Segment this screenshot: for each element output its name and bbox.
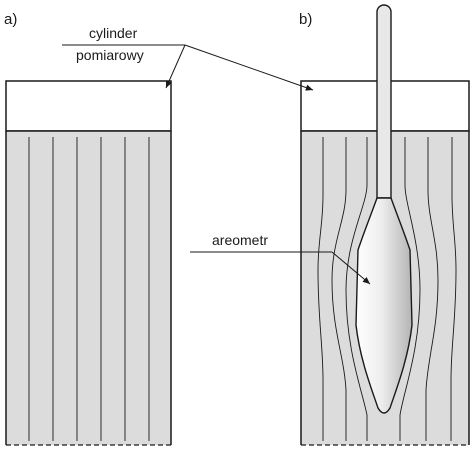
flow-line bbox=[345, 137, 368, 441]
cylinder-a-empty-top bbox=[5, 80, 172, 132]
flow-line bbox=[425, 137, 439, 441]
hydrometer-stem bbox=[376, 4, 392, 199]
areometer-leader bbox=[331, 251, 371, 285]
cylinder-a-liquid bbox=[6, 131, 171, 445]
flow-line bbox=[450, 137, 457, 441]
areometer-label: areometr bbox=[212, 232, 268, 248]
cylinder-label-line1: cylinder bbox=[89, 25, 138, 41]
cylinder-callout: cylinder pomiarowy bbox=[62, 25, 314, 91]
flow-line bbox=[331, 137, 347, 441]
hydrometer-bulb bbox=[355, 197, 413, 414]
flow-line bbox=[399, 137, 421, 441]
flow-lines-a bbox=[28, 137, 150, 441]
cylinder-b bbox=[300, 4, 470, 446]
hydrometer bbox=[355, 4, 413, 414]
cylinder-a bbox=[5, 80, 172, 446]
cylinder-leader-a bbox=[165, 44, 186, 89]
areometer-callout: areometr bbox=[190, 232, 371, 285]
panel-a-label: a) bbox=[4, 11, 17, 28]
flow-lines-b bbox=[317, 137, 457, 441]
panel-b-label: b) bbox=[299, 11, 312, 28]
cylinder-label-line2: pomiarowy bbox=[76, 47, 144, 63]
cylinder-leader-b bbox=[184, 44, 314, 91]
flow-line bbox=[317, 137, 324, 441]
